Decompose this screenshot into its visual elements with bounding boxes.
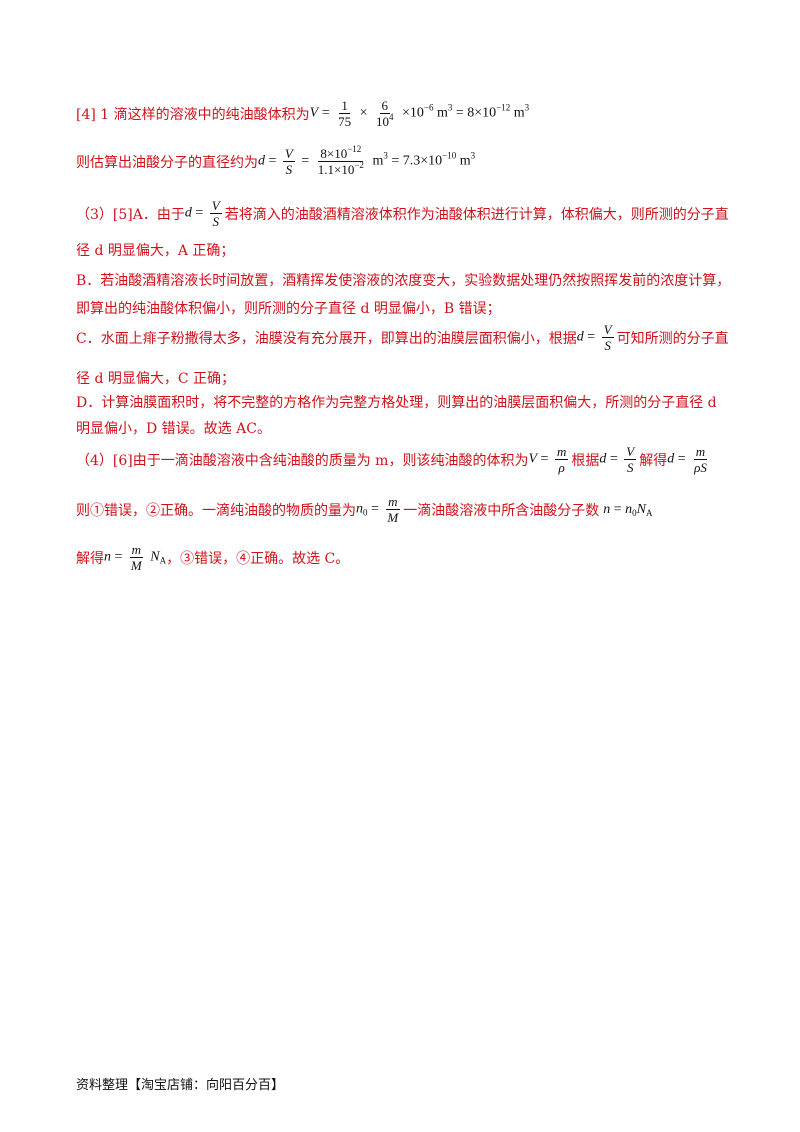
solution-line-5: B．若油酸酒精溶液长时间放置，酒精挥发使溶液的浓度变大，实验数据处理仍然按照挥发… bbox=[76, 273, 731, 289]
solution-line-6: 即算出的纯油酸体积偏小，则所测的分子直径 d 明显偏小，B 错误； bbox=[76, 301, 501, 317]
formula-n-n0-NA: n = n0NA bbox=[603, 501, 653, 518]
solution-line-10: 明显偏小，D 错误。故选 AC。 bbox=[76, 421, 271, 437]
footer-source: 资料整理【淘宝店铺：向阳百分百】 bbox=[76, 1078, 285, 1093]
solution-line-9: D．计算油膜面积时，将不完整的方格作为完整方格处理，则算出的油膜层面积偏大，所测… bbox=[76, 395, 717, 411]
solution-line-11: （4）[6]由于一滴油酸溶液中含纯油酸的质量为 m，则该纯油酸的体积为 V = … bbox=[76, 444, 712, 475]
solution-line-7: C．水面上痱子粉撒得太多，油膜没有充分展开，即算出的油膜层面积偏小，根据 d =… bbox=[76, 322, 729, 353]
line2-text: 则估算出油酸分子的直径约为 bbox=[76, 154, 258, 171]
line1-text: [4] 1 滴这样的溶液中的纯油酸体积为 bbox=[76, 106, 310, 123]
solution-line-8: 径 d 明显偏大，C 正确； bbox=[76, 371, 236, 387]
solution-line-4: 径 d 明显偏大，A 正确； bbox=[76, 243, 235, 259]
